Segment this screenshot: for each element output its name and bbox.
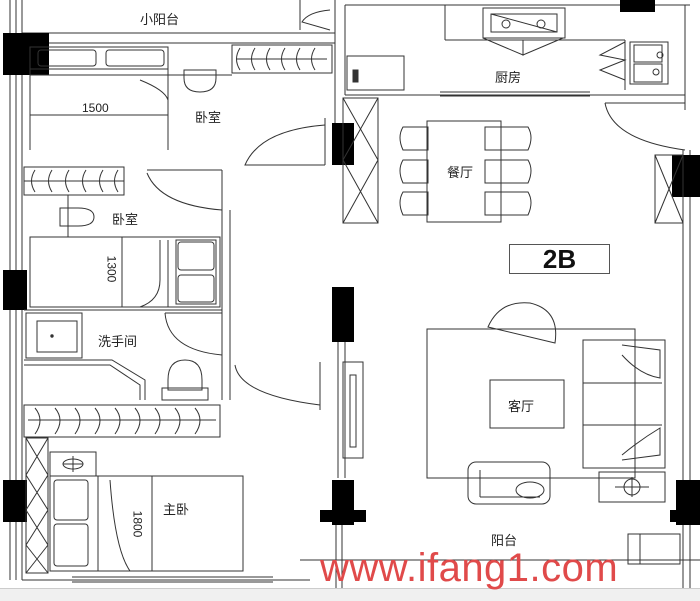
bedroom-2-furniture (23, 166, 221, 308)
bedroom-1-furniture (29, 44, 333, 150)
bottom-strip (0, 588, 700, 601)
room-label-washroom: 洗手间 (98, 335, 138, 350)
room-label-small-balcony: 小阳台 (140, 13, 180, 28)
room-label-living-room: 客厅 (508, 400, 535, 415)
room-label-kitchen: 厨房 (495, 71, 522, 86)
kitchen-furniture (346, 5, 669, 97)
door-arc (301, 9, 331, 31)
room-label-balcony: 阳台 (491, 534, 518, 549)
room-label-bedroom-2: 卧室 (112, 213, 139, 228)
living-room-furniture (319, 302, 666, 505)
dining-chairs (399, 126, 532, 216)
watermark: www.ifang1.com (320, 546, 619, 590)
unit-type-badge: 2B (509, 244, 610, 274)
master-bedroom-furniture (23, 404, 273, 583)
door-arc (146, 172, 223, 211)
dimension-bed-1-width: 1500 (82, 101, 109, 115)
room-label-bedroom-1: 卧室 (195, 111, 222, 126)
room-label-dining: 餐厅 (447, 166, 474, 181)
door-arc (604, 102, 686, 151)
dining-furniture (342, 97, 684, 224)
wall-columns (3, 0, 700, 525)
washroom-furniture (24, 309, 321, 406)
door-arc (244, 124, 326, 166)
balcony-fixtures (335, 525, 681, 590)
room-label-master-bedroom: 主卧 (163, 503, 190, 518)
dimension-bed-2-length: 1300 (104, 255, 119, 283)
dimension-master-bed-length: 1800 (130, 510, 145, 538)
